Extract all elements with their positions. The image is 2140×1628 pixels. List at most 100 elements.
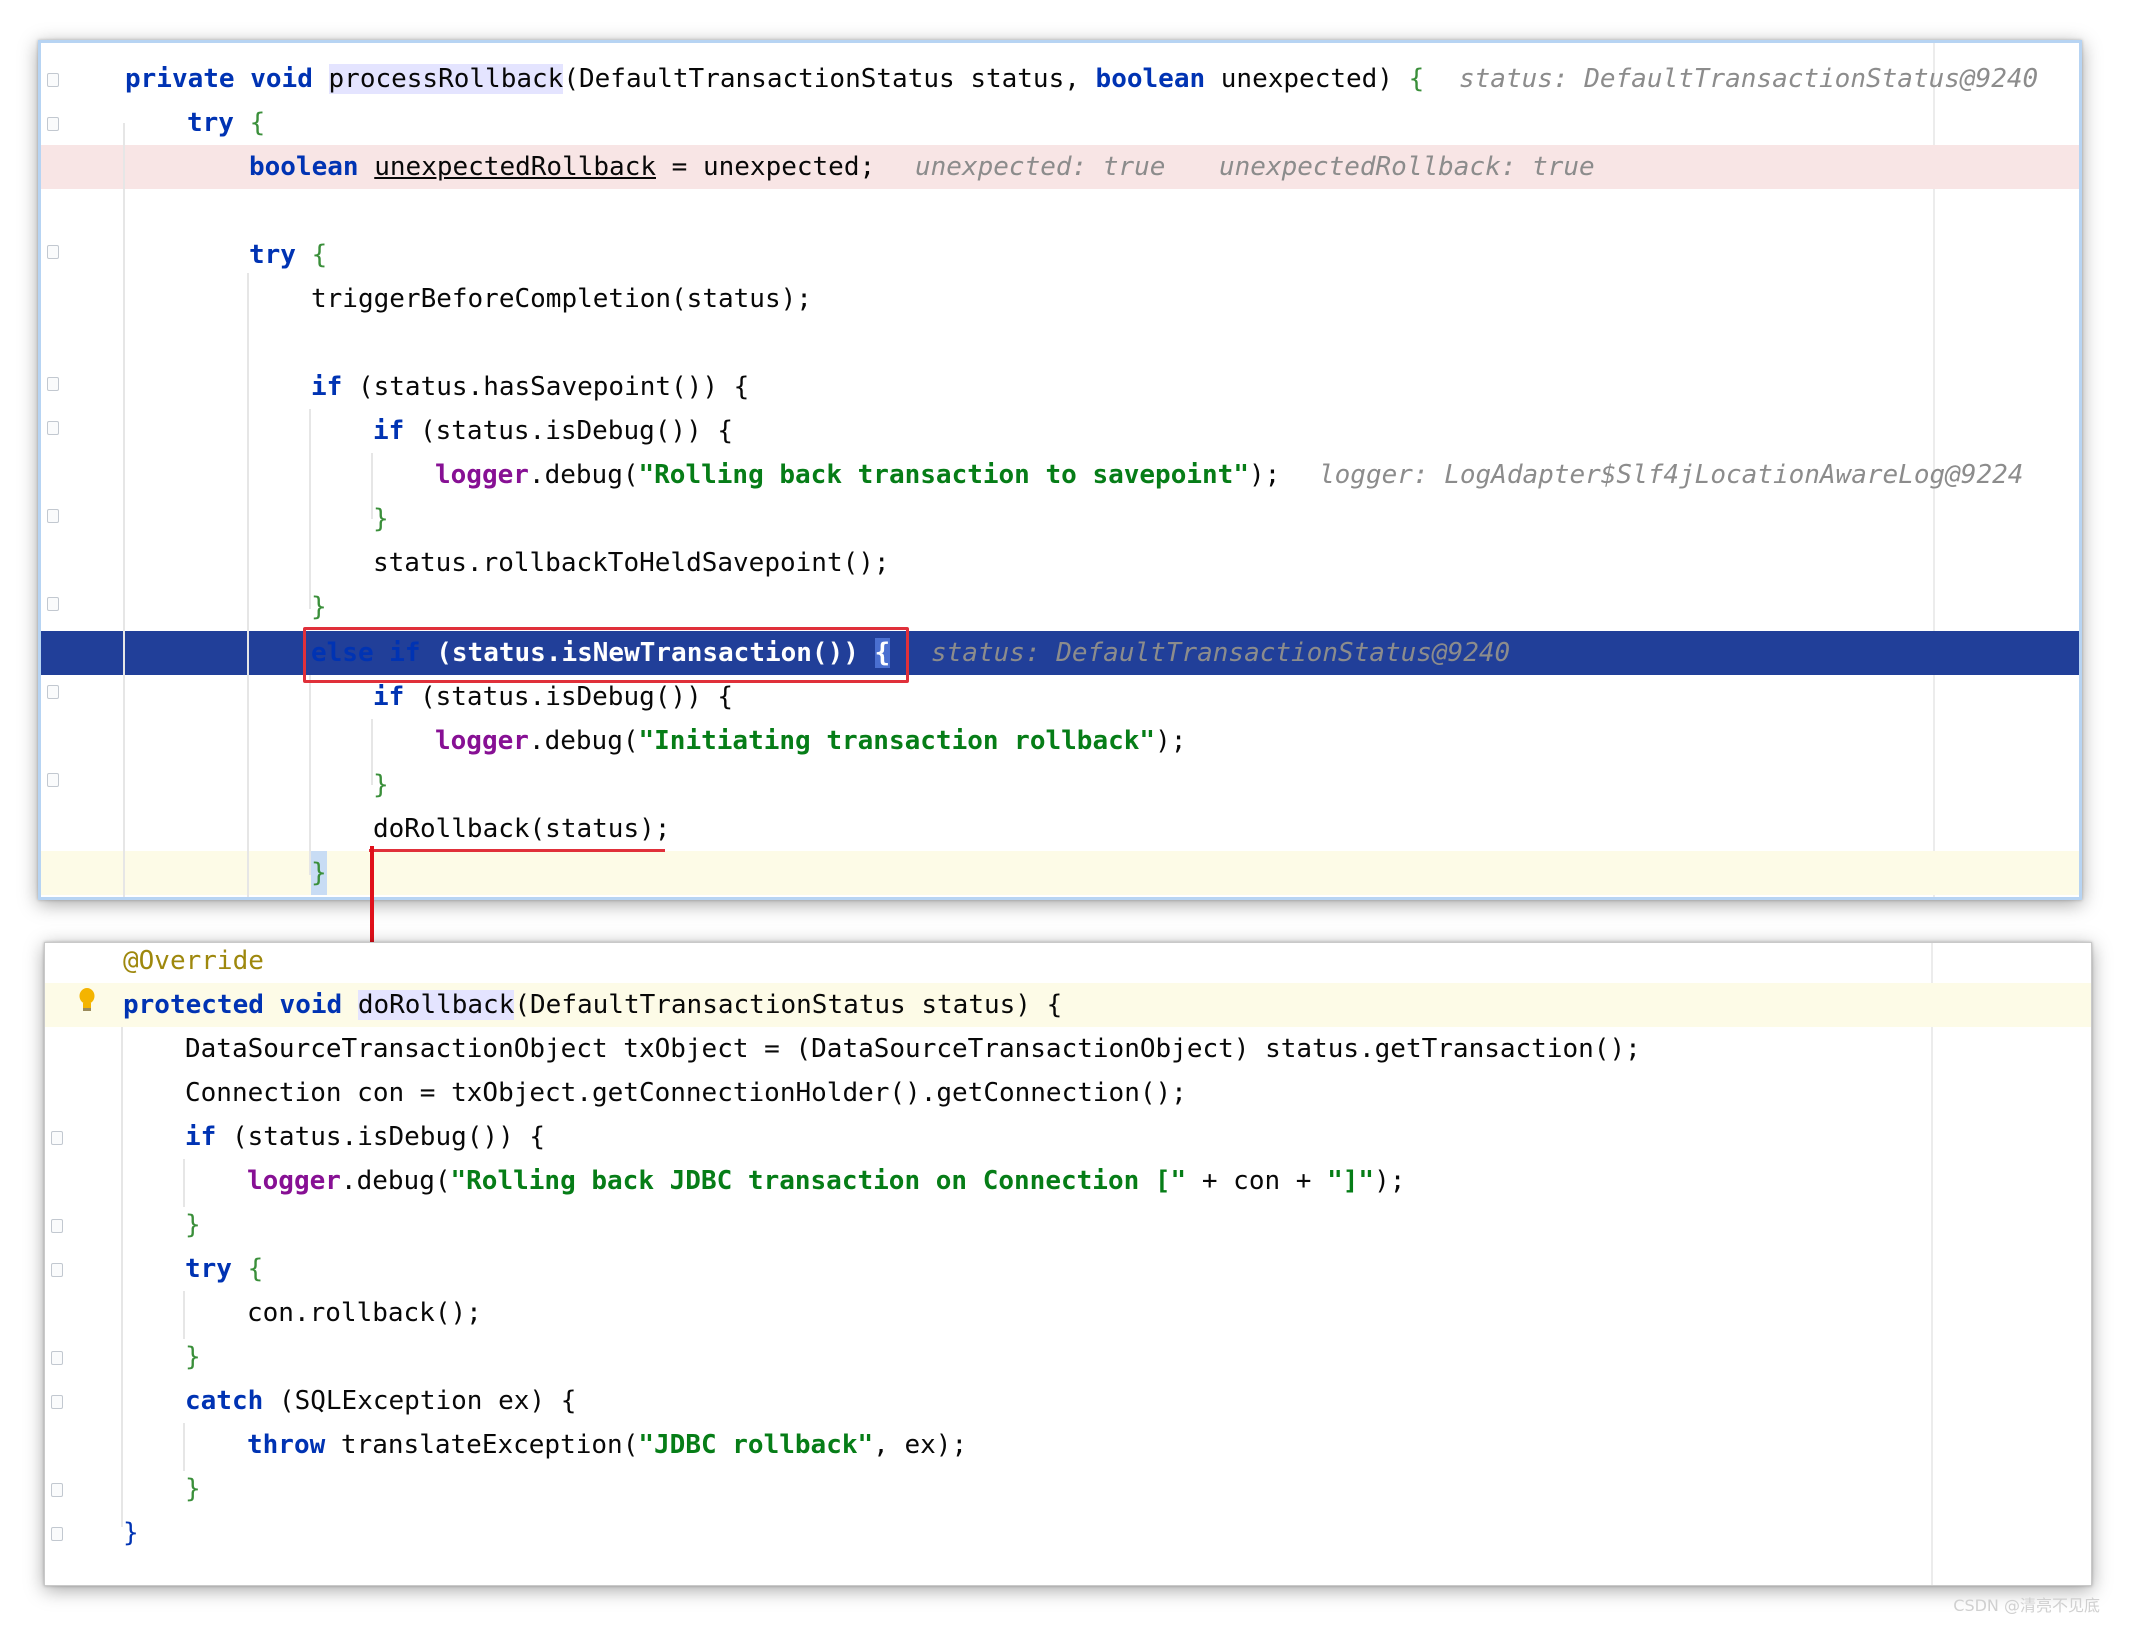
statement-text: DataSourceTransactionObject txObject = (…: [185, 1034, 1641, 1064]
indent-guide: [247, 273, 249, 897]
concat-expression: + con +: [1186, 1166, 1328, 1196]
indent-guide: [309, 675, 311, 875]
fold-marker-icon[interactable]: [47, 685, 59, 699]
fold-marker-icon[interactable]: [47, 773, 59, 787]
code-line-if-is-debug[interactable]: if (status.isDebug()) {: [45, 1115, 2091, 1159]
code-line-trigger-before-completion[interactable]: triggerBeforeCompletion(status);: [41, 277, 2079, 321]
close-brace: }: [311, 851, 327, 895]
fold-marker-icon[interactable]: [51, 1351, 63, 1365]
indent-guide: [371, 719, 373, 785]
code-line-logger-debug-savepoint[interactable]: logger.debug("Rolling back transaction t…: [41, 453, 2079, 497]
keyword-if: if: [373, 416, 405, 446]
fold-marker-icon[interactable]: [51, 1527, 63, 1541]
editor-gutter[interactable]: [41, 43, 65, 897]
annotation-override: @Override: [123, 946, 264, 976]
keyword-catch: catch: [185, 1386, 264, 1416]
code-line-con-rollback[interactable]: con.rollback();: [45, 1291, 2091, 1335]
editor-panel-process-rollback[interactable]: private void processRollback(DefaultTran…: [38, 40, 2082, 900]
code-line-do-rollback-call[interactable]: doRollback(status);: [41, 807, 2079, 851]
caret-line-highlight: [41, 851, 2079, 895]
code-line-throw[interactable]: throw translateException("JDBC rollback"…: [45, 1423, 2091, 1467]
watermark: CSDN @清亮不见底: [1953, 1596, 2100, 1615]
code-line-try[interactable]: try {: [45, 1247, 2091, 1291]
fold-marker-icon[interactable]: [51, 1219, 63, 1233]
field-logger: logger: [435, 460, 529, 490]
code-line-logger-debug-initiating[interactable]: logger.debug("Initiating transaction rol…: [41, 719, 2079, 763]
code-line-method-declaration[interactable]: protected void doRollback(DefaultTransac…: [45, 983, 2091, 1027]
right-margin-guide: [1931, 943, 1933, 1585]
variable-unexpected-rollback[interactable]: unexpectedRollback: [374, 152, 656, 182]
lightbulb-icon[interactable]: [77, 987, 97, 1013]
right-margin-guide: [1933, 43, 1935, 897]
statement-text: con.rollback();: [247, 1298, 482, 1328]
fold-marker-icon[interactable]: [51, 1131, 63, 1145]
code-line-boolean-assignment[interactable]: boolean unexpectedRollback = unexpected;…: [41, 145, 2079, 189]
method-params-tail: unexpected): [1205, 64, 1409, 94]
editor-gutter[interactable]: [45, 943, 69, 1585]
keyword-if: if: [185, 1122, 217, 1152]
code-line-close-brace[interactable]: }: [41, 497, 2079, 541]
fold-marker-icon[interactable]: [47, 117, 59, 131]
inline-debug-hint: unexpected: true: [915, 152, 1166, 182]
current-execution-line: [41, 631, 2079, 675]
fold-marker-icon[interactable]: [47, 597, 59, 611]
fold-marker-icon[interactable]: [47, 377, 59, 391]
fold-marker-icon[interactable]: [47, 73, 59, 87]
fold-marker-icon[interactable]: [47, 509, 59, 523]
error-line-highlight: [41, 145, 2079, 189]
assignment-rest: = unexpected;: [656, 152, 876, 182]
code-line-close-brace[interactable]: }: [41, 763, 2079, 807]
keyword-try: try: [187, 108, 234, 138]
code-line-rollback-to-savepoint[interactable]: status.rollbackToHeldSavepoint();: [41, 541, 2079, 585]
method-name-do-rollback[interactable]: doRollback: [357, 990, 515, 1020]
indent-guide: [183, 1159, 185, 1207]
code-line-close-brace-caret[interactable]: }: [41, 851, 2079, 895]
code-line-if-has-savepoint[interactable]: if (status.hasSavepoint()) {: [41, 365, 2079, 409]
code-line-if-is-debug[interactable]: if (status.isDebug()) {: [41, 409, 2079, 453]
code-line-logger-debug-jdbc[interactable]: logger.debug("Rolling back JDBC transact…: [45, 1159, 2091, 1203]
call-end: );: [1155, 726, 1187, 756]
inline-debug-hint: status: DefaultTransactionStatus@9240: [1459, 64, 2039, 94]
keyword-throw: throw: [247, 1430, 326, 1460]
code-line-connection[interactable]: Connection con = txObject.getConnectionH…: [45, 1071, 2091, 1115]
string-literal: "Rolling back transaction to savepoint": [638, 460, 1249, 490]
open-brace: {: [295, 240, 328, 270]
catch-clause: (SQLException ex) {: [263, 1386, 577, 1416]
open-brace: {: [874, 638, 891, 668]
keyword-if: if: [389, 638, 421, 668]
code-line-method-declaration[interactable]: private void processRollback(DefaultTran…: [41, 57, 2079, 101]
close-brace: }: [373, 770, 389, 800]
code-line-try[interactable]: try {: [41, 101, 2079, 145]
method-params: (DefaultTransactionStatus status) {: [514, 990, 1063, 1020]
condition-text: (status.isDebug()) {: [404, 682, 734, 712]
fold-marker-icon[interactable]: [51, 1395, 63, 1409]
close-brace: }: [123, 1518, 139, 1548]
statement-text[interactable]: doRollback(status);: [373, 814, 671, 844]
method-name-process-rollback[interactable]: processRollback: [328, 64, 564, 94]
open-brace: {: [1408, 64, 1425, 94]
call-end: , ex);: [873, 1430, 968, 1460]
code-line-tx-object[interactable]: DataSourceTransactionObject txObject = (…: [45, 1027, 2091, 1071]
call-end: );: [1374, 1166, 1406, 1196]
condition-text: (status.isNewTransaction()): [420, 638, 875, 668]
keyword-private: private: [125, 64, 235, 94]
code-line-else-if-new-transaction[interactable]: else if (status.isNewTransaction()) { st…: [41, 631, 2079, 675]
code-line-annotation[interactable]: @Override: [45, 943, 2091, 983]
code-line-close-brace[interactable]: }: [45, 1203, 2091, 1247]
code-line-catch[interactable]: catch (SQLException ex) {: [45, 1379, 2091, 1423]
code-line-close-brace[interactable]: }: [45, 1467, 2091, 1511]
fold-marker-icon[interactable]: [47, 245, 59, 259]
code-line-close-brace[interactable]: }: [41, 585, 2079, 629]
indent-guide: [183, 1291, 185, 1339]
method-call: .debug(: [340, 1166, 451, 1196]
code-line-try-inner[interactable]: try {: [41, 233, 2079, 277]
code-line-close-brace[interactable]: }: [45, 1335, 2091, 1379]
indent-guide: [371, 453, 373, 519]
fold-marker-icon[interactable]: [51, 1483, 63, 1497]
code-line-close-brace[interactable]: }: [45, 1511, 2091, 1555]
editor-panel-do-rollback[interactable]: @Override protected void doRollback(Defa…: [44, 942, 2092, 1586]
fold-marker-icon[interactable]: [47, 421, 59, 435]
fold-marker-icon[interactable]: [51, 1263, 63, 1277]
close-brace: }: [311, 592, 327, 622]
code-line-if-is-debug[interactable]: if (status.isDebug()) {: [41, 675, 2079, 719]
